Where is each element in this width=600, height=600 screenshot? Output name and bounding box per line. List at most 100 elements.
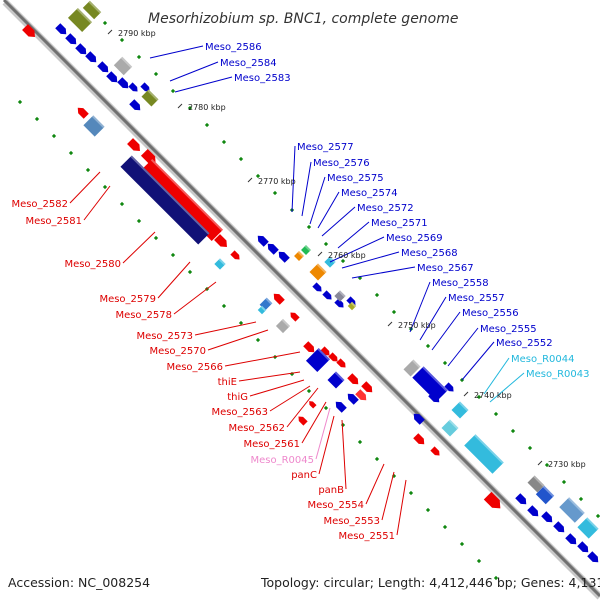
gene-label: Meso_R0045 xyxy=(250,455,314,466)
gene-block-highlight xyxy=(338,290,346,298)
gene-block xyxy=(347,301,357,311)
gene-label: Meso_2554 xyxy=(307,500,364,511)
gene-arrow-shape xyxy=(483,491,501,509)
label-connector xyxy=(157,261,191,299)
gene-block xyxy=(257,305,267,315)
gene-block xyxy=(327,371,345,389)
gc-dot xyxy=(136,218,142,224)
gene-label: Meso_2578 xyxy=(115,310,172,321)
tick-label: 2760 kbp xyxy=(328,251,366,260)
gene-label: Meso_2552 xyxy=(496,338,553,349)
genome-info: Topology: circular; Length: 4,412,446 bp… xyxy=(260,575,600,590)
gene-arrow xyxy=(267,243,279,255)
gc-dot xyxy=(323,405,329,411)
gc-dot xyxy=(595,513,600,519)
gene-block-highlight xyxy=(328,256,336,264)
gc-dot xyxy=(578,496,584,502)
gene-arrow xyxy=(257,235,269,247)
tick-line xyxy=(107,29,113,35)
gene-arrow xyxy=(273,293,285,305)
gene-block-highlight xyxy=(334,371,345,382)
gene-block-body xyxy=(301,245,311,255)
gene-block xyxy=(559,497,585,523)
accession: Accession: NC_008254 xyxy=(8,575,150,590)
gene-block xyxy=(451,401,469,419)
gene-block-highlight xyxy=(147,89,159,101)
gene-arrow-shape xyxy=(230,250,240,260)
gene-arrow xyxy=(322,290,332,300)
gene-arrow-shape xyxy=(553,521,565,533)
gc-dot xyxy=(391,309,397,315)
gene-arrow-shape xyxy=(214,234,227,247)
gc-dot xyxy=(493,575,499,581)
gene-label: thiE xyxy=(218,377,237,388)
label-connector xyxy=(365,463,385,505)
gene-label: Meso_2558 xyxy=(432,278,489,289)
gc-dot xyxy=(306,388,312,394)
gene-label: panB xyxy=(318,485,344,496)
label-connector xyxy=(351,266,416,279)
gene-block-body xyxy=(120,155,210,245)
gene-arrow xyxy=(75,43,87,55)
gene-arrow-shape xyxy=(77,107,89,119)
gene-block-highlight xyxy=(542,485,555,498)
gene-arrow xyxy=(230,250,240,260)
label-connector xyxy=(269,385,311,412)
gene-label: Meso_2584 xyxy=(220,58,277,69)
gene-block xyxy=(67,7,93,33)
gene-arrow xyxy=(128,82,138,92)
gene-arrow-shape xyxy=(515,493,527,505)
gene-arrow-shape xyxy=(65,33,77,45)
gene-block-body xyxy=(441,419,459,437)
gene-arrow-shape xyxy=(334,298,344,308)
label-connector xyxy=(409,281,431,333)
label-connector xyxy=(122,231,156,264)
tick-line xyxy=(387,321,393,327)
gene-arrow xyxy=(298,416,308,426)
gene-label: Meso_2586 xyxy=(205,42,262,53)
gene-block-highlight xyxy=(150,158,224,232)
gc-dot xyxy=(408,490,414,496)
gene-label: Meso_2570 xyxy=(149,346,206,357)
gc-dot xyxy=(17,99,23,105)
gene-arrow xyxy=(336,358,346,368)
gene-block-body xyxy=(412,366,448,402)
gene-block xyxy=(141,89,159,107)
gene-arrow xyxy=(483,491,501,509)
gc-dot xyxy=(85,167,91,173)
gene-label: Meso_2555 xyxy=(480,324,537,335)
gene-label: Meso_2571 xyxy=(371,218,428,229)
gene-block-body xyxy=(214,258,226,270)
gene-block xyxy=(82,0,102,20)
gene-arrow-shape xyxy=(347,373,359,385)
feature-track xyxy=(22,0,599,563)
gene-block xyxy=(275,318,291,334)
gene-arrow-shape xyxy=(55,23,67,35)
gene-arrow-shape xyxy=(541,511,553,523)
gene-arrow xyxy=(565,533,577,545)
gene-label: Meso_2574 xyxy=(341,188,398,199)
gc-dot xyxy=(255,173,261,179)
gene-block-body xyxy=(334,290,346,302)
gene-block xyxy=(535,485,555,505)
gene-arrow-shape xyxy=(565,533,577,545)
gc-dot xyxy=(238,156,244,162)
gc-dot xyxy=(34,116,40,122)
label-connector xyxy=(431,311,461,351)
gene-block-body xyxy=(82,0,102,20)
gene-label: Meso_2556 xyxy=(462,308,519,319)
gene-block xyxy=(334,290,346,302)
gene-arrow xyxy=(140,82,150,92)
gc-dot xyxy=(374,292,380,298)
gc-dot xyxy=(323,241,329,247)
gene-arrow-shape xyxy=(85,51,97,63)
gene-block-body xyxy=(257,305,267,315)
gene-label: Meso_2569 xyxy=(386,233,443,244)
gene-block-highlight xyxy=(281,318,291,328)
label-connector xyxy=(396,479,407,536)
gene-arrow xyxy=(515,493,527,505)
gc-dot xyxy=(561,479,567,485)
gene-arrow-shape xyxy=(290,312,300,322)
